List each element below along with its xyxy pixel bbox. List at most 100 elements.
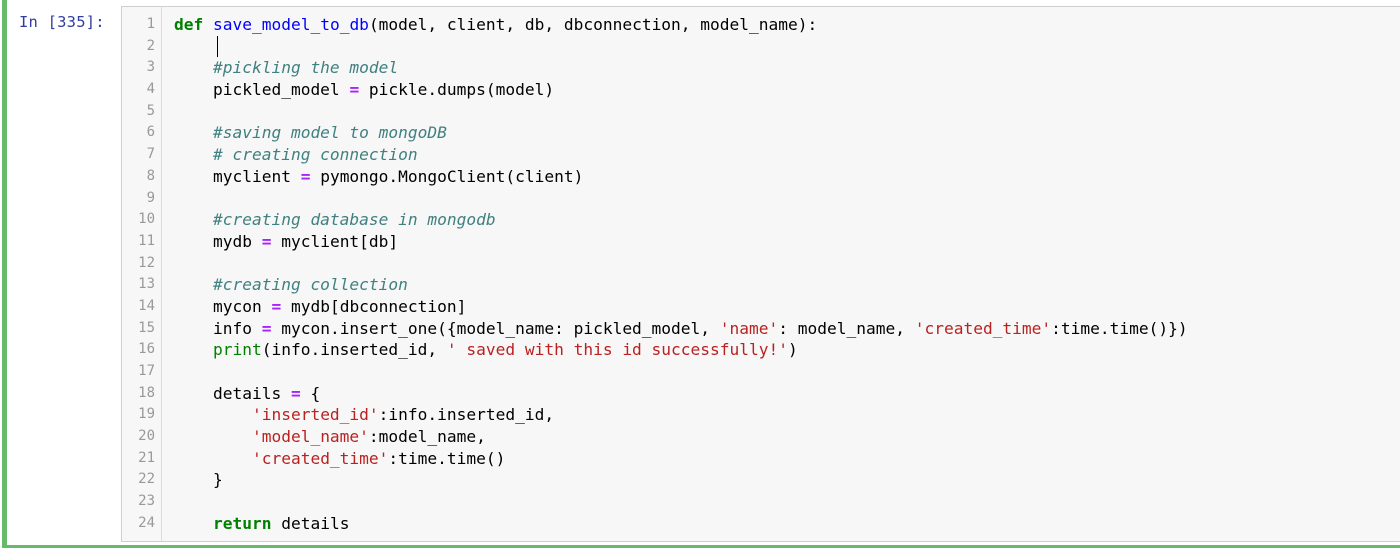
line-number: 13 [138,276,155,293]
code-text: pickled_model = pickle.dumps(model) [174,79,554,101]
code-line[interactable]: 22 } [122,469,1400,491]
line-number: 6 [146,124,155,141]
code-token [174,210,213,229]
line-number: 9 [146,189,155,206]
line-number: 16 [138,341,155,358]
code-line[interactable]: 11 mydb = myclient[db] [122,231,1400,253]
code-token: = [349,80,360,100]
code-line[interactable]: 4 pickled_model = pickle.dumps(model) [122,79,1400,101]
code-token: def [174,15,204,34]
code-token [174,340,213,359]
code-line[interactable]: 19 'inserted_id':info.inserted_id, [122,404,1400,426]
code-text: return details [174,513,349,535]
line-number: 10 [138,211,155,228]
code-line[interactable]: 13 #creating collection [122,274,1400,296]
code-text: 'inserted_id':info.inserted_id, [174,404,554,426]
line-number: 20 [138,428,155,445]
code-token: save_model_to_db [213,15,369,34]
code-line[interactable]: 3 #pickling the model [122,57,1400,79]
code-token: 'created_time' [251,448,389,468]
code-text: # creating connection [174,144,418,166]
code-token: 'created_time' [914,318,1052,338]
code-token: (info.inserted_id, [261,340,447,360]
line-number: 11 [138,232,155,249]
code-token: :info.inserted_id, [378,405,555,425]
code-line[interactable]: 7 # creating connection [122,144,1400,166]
line-number: 14 [138,297,155,314]
code-line[interactable]: 8 myclient = pymongo.MongoClient(client) [122,166,1400,188]
line-number: 19 [138,406,155,423]
code-token: ) [788,340,798,360]
code-text: mydb = myclient[db] [174,231,398,253]
code-line[interactable]: 5 [122,101,1400,123]
code-token: = [261,318,272,338]
code-token: return [212,513,272,533]
line-number-gutter [122,7,162,541]
code-line[interactable]: 18 details = { [122,383,1400,405]
code-line[interactable]: 24 return details [122,513,1400,535]
code-token: info [174,318,262,338]
line-number: 23 [138,493,155,510]
code-token: :time.time() [388,448,506,468]
line-number: 12 [138,254,155,271]
code-token: :time.time()}) [1051,318,1188,338]
code-token: mydb [174,231,262,251]
code-token: 'name' [719,318,779,338]
code-token: myclient[db] [271,231,399,251]
code-token: # creating connection [212,145,418,165]
code-token: pickle.dumps(model) [359,80,555,100]
line-number: 15 [138,319,155,336]
code-token: { [300,383,321,403]
code-token: details [174,383,291,403]
code-text: mycon = mydb[dbconnection] [174,296,466,318]
code-text: } [174,469,223,491]
code-text: #creating database in mongodb [174,209,496,231]
code-token: mydb[dbconnection] [281,296,467,316]
code-token: ' saved with this id successfully!' [446,340,788,360]
code-token [174,449,252,468]
code-token [174,405,252,424]
code-token: pickled_model [174,80,350,100]
code-line[interactable]: 16 print(info.inserted_id, ' saved with … [122,339,1400,361]
code-line[interactable]: 21 'created_time':time.time() [122,448,1400,470]
code-token: details [271,513,350,533]
code-text: #saving model to mongoDB [174,122,447,144]
code-line[interactable]: 15 info = mycon.insert_one({model_name: … [122,318,1400,340]
code-token: = [261,231,272,251]
code-line[interactable]: 17 [122,361,1400,383]
code-token: = [271,296,282,316]
code-line[interactable]: 12 [122,253,1400,275]
code-token [174,58,213,77]
code-token: #pickling the model [212,58,399,78]
code-text: #pickling the model [174,57,398,79]
line-number: 18 [138,384,155,401]
input-prompt: In [335]: [19,13,105,31]
code-line[interactable]: 20 'model_name':model_name, [122,426,1400,448]
code-token: = [290,383,301,403]
code-line[interactable]: 14 mycon = mydb[dbconnection] [122,296,1400,318]
code-token [174,427,252,446]
line-number: 7 [146,146,155,163]
code-line[interactable]: 9 [122,188,1400,210]
code-token: mycon [174,296,272,316]
line-number: 24 [138,514,155,531]
code-token: 'inserted_id' [251,405,379,425]
code-token: #saving model to mongoDB [212,123,447,143]
code-line[interactable]: 23 [122,491,1400,513]
code-token: } [174,470,223,490]
code-token: (model, client, db, dbconnection, model_… [368,15,818,34]
code-text: details = { [174,383,320,405]
code-token [174,145,213,164]
code-token: pymongo.MongoClient(client) [310,166,584,186]
text-cursor [217,36,218,57]
code-line[interactable]: 2 [122,36,1400,58]
code-line[interactable]: 10 #creating database in mongodb [122,209,1400,231]
code-text: def save_model_to_db(model, client, db, … [174,14,817,36]
line-number: 5 [146,102,155,119]
code-token: myclient [174,166,301,186]
code-line[interactable]: 6 #saving model to mongoDB [122,122,1400,144]
